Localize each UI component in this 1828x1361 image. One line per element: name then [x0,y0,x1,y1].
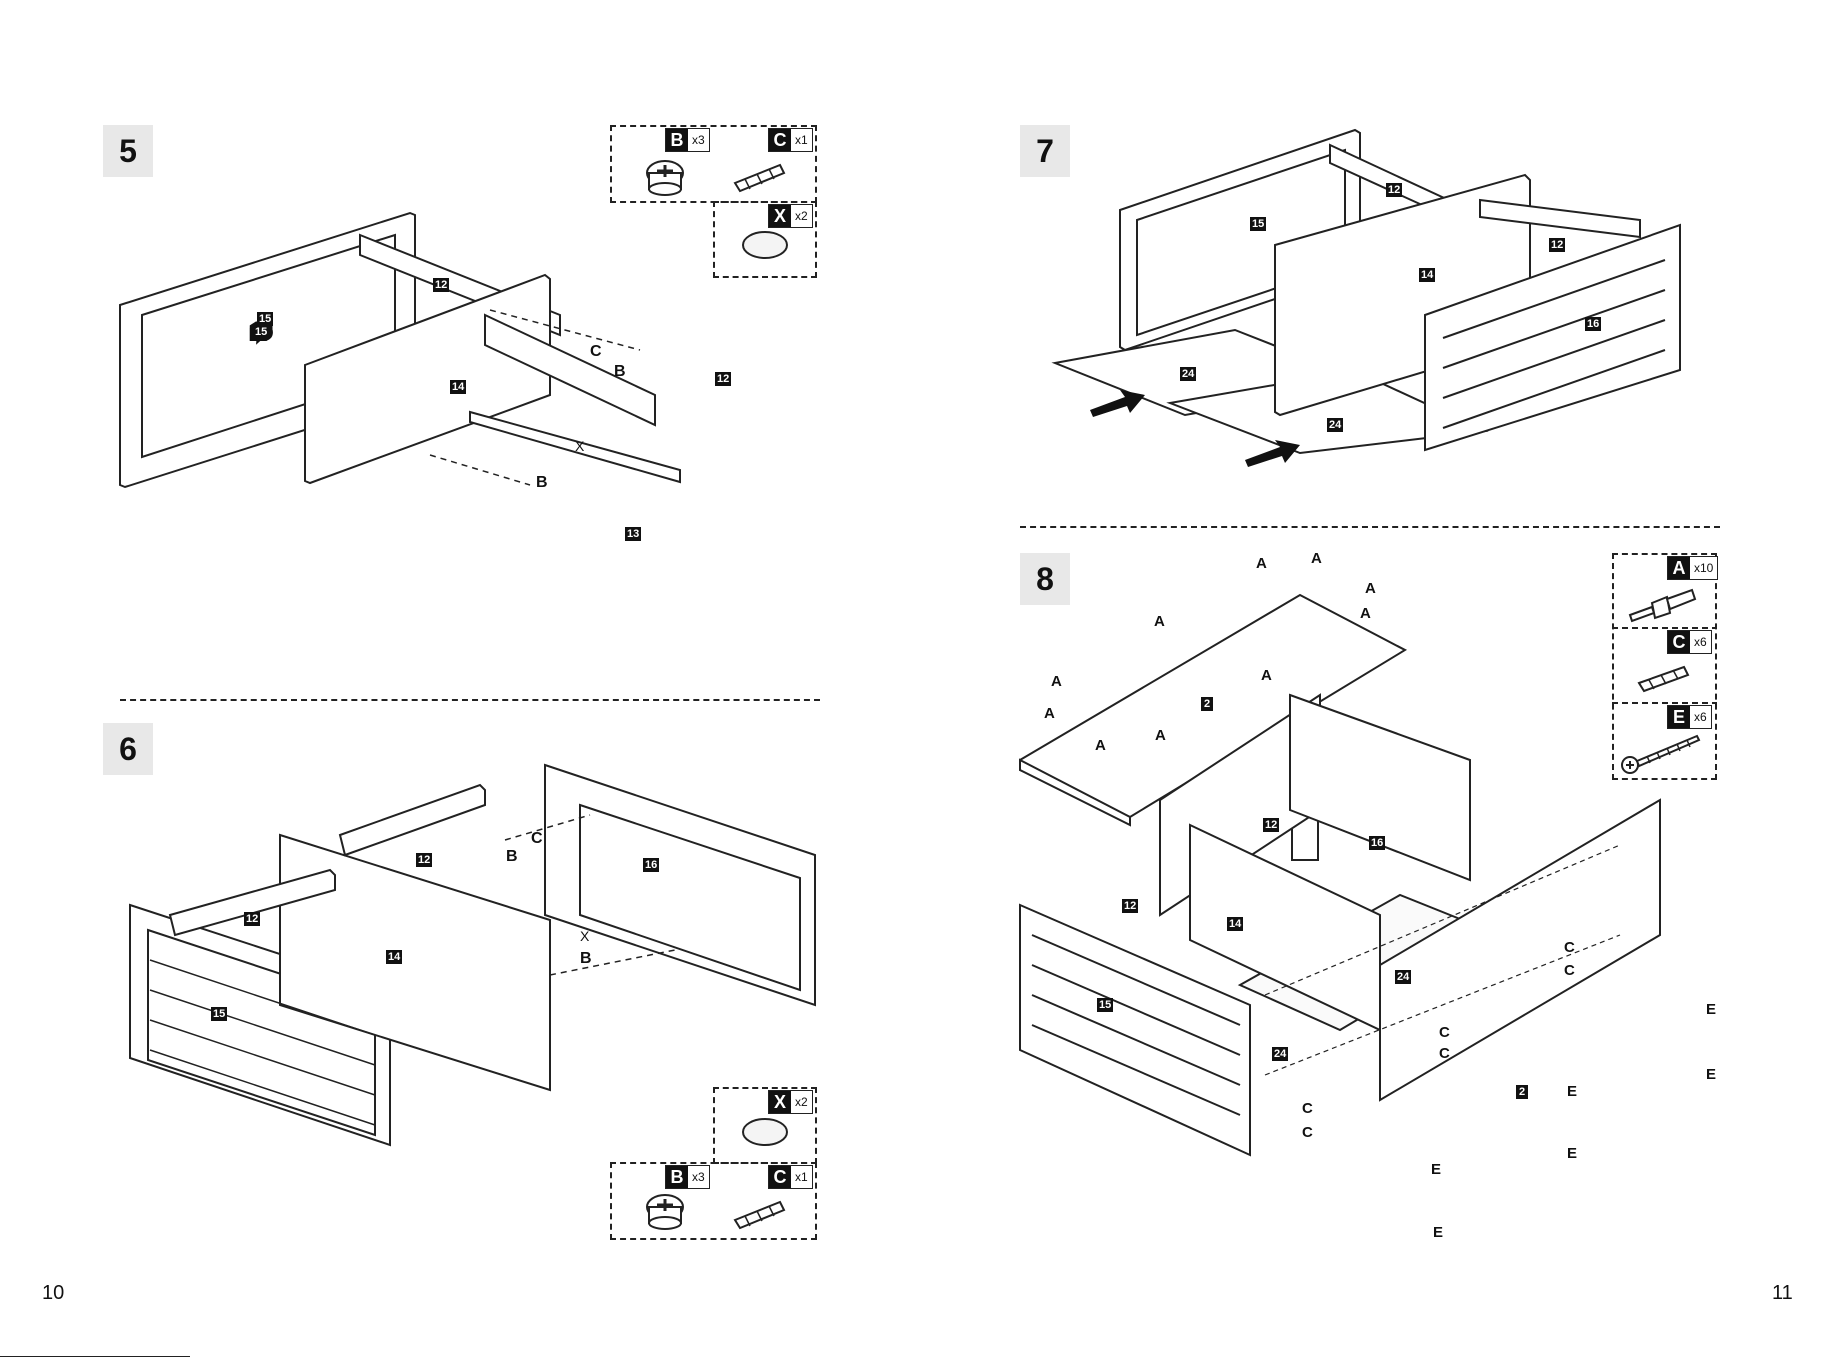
right-separator [1020,526,1720,528]
step-6-callout-b: B [506,848,518,866]
step-5-panel-14: 14 [450,380,466,394]
step-8-callout-c1: C [1564,939,1575,956]
step-5-callout-b2: B [536,474,548,492]
page-number-left: 10 [42,1282,64,1305]
step-8-callout-e3: E [1567,1083,1577,1100]
step-5-panel-12a: 12 [433,278,449,292]
step-8-panel-12b: 12 [1122,899,1138,913]
step-8-callout-c2: C [1564,962,1575,979]
step-6-callout-c: C [531,830,543,848]
step-6-panel-15: 15 [211,1007,227,1021]
step-8-callout-a9: A [1095,737,1106,754]
step-8-panel-24b: 24 [1272,1047,1288,1061]
step-6-panel-16: 16 [643,858,659,872]
step-8-callout-c3: C [1439,1024,1450,1041]
step-7-panel-15: 15 [1250,217,1266,231]
step-7-panel-12b: 12 [1549,238,1565,252]
step-5-panel-12b: 12 [715,372,731,386]
step-6-callout-x: X [580,928,589,944]
step-8-callout-a4: A [1360,605,1371,622]
step-8-callout-a8: A [1044,705,1055,722]
step-8-callout-c5: C [1302,1100,1313,1117]
step-8-callout-a1: A [1256,555,1267,572]
step-8-callout-a6: A [1051,673,1062,690]
step-7-panel-12a: 12 [1386,183,1402,197]
step-8-callout-e5: E [1431,1161,1441,1178]
cam-lock-icon [647,161,683,195]
step-7-diagram [1055,125,1695,475]
step-7-panel-24a: 24 [1180,367,1196,381]
step-7-panel-14: 14 [1419,268,1435,282]
dowel-icon [735,1202,784,1228]
step-6-panel-14: 14 [386,950,402,964]
step-8-callout-c6: C [1302,1124,1313,1141]
step-8-callout-a5: A [1154,613,1165,630]
step-7-panel-16: 16 [1585,317,1601,331]
step-5-callout-b: B [614,363,626,381]
step-6-parts-icons [610,1087,820,1242]
cam-lock-icon [647,1195,683,1229]
step-8-callout-a7: A [1261,667,1272,684]
step-8-callout-a10: A [1155,727,1166,744]
step-8-callout-e1: E [1706,1001,1716,1018]
step-8-panel-16: 16 [1369,836,1385,850]
step-8-panel-2-top: 2 [1201,697,1213,711]
step-6-callout-b2: B [580,950,592,968]
footer-rule [0,1356,190,1357]
step-5-callout-x: X [575,438,584,454]
step-5-panel-13: 13 [625,527,641,541]
step-5-number: 5 [103,125,153,177]
step-6-panel-12b: 12 [244,912,260,926]
step-8-panel-12a: 12 [1263,818,1279,832]
step-6-panel-12a: 12 [416,853,432,867]
step-5-callout-c: C [590,343,602,361]
step-5-diagram: 15 [110,205,750,585]
step-8-panel-15: 15 [1097,998,1113,1012]
step-8-panel-14: 14 [1227,917,1243,931]
dowel-icon [735,165,784,191]
step-8-callout-e2: E [1706,1066,1716,1083]
panel-label-15: 15 [255,326,267,338]
step-8-callout-a2: A [1311,550,1322,567]
cover-cap-icon [743,1119,787,1145]
step-8-callout-c4: C [1439,1045,1450,1062]
step-8-panel-2-front: 2 [1516,1085,1528,1099]
step-8-callout-e4: E [1567,1145,1577,1162]
step-8-callout-e6: E [1433,1224,1443,1241]
page-number-right: 11 [1772,1282,1793,1305]
left-separator [120,699,820,701]
step-5-panel-15: 15 [257,312,273,326]
step-8-callout-a3: A [1365,580,1376,597]
step-8-panel-24a: 24 [1395,970,1411,984]
step-7-panel-24b: 24 [1327,418,1343,432]
